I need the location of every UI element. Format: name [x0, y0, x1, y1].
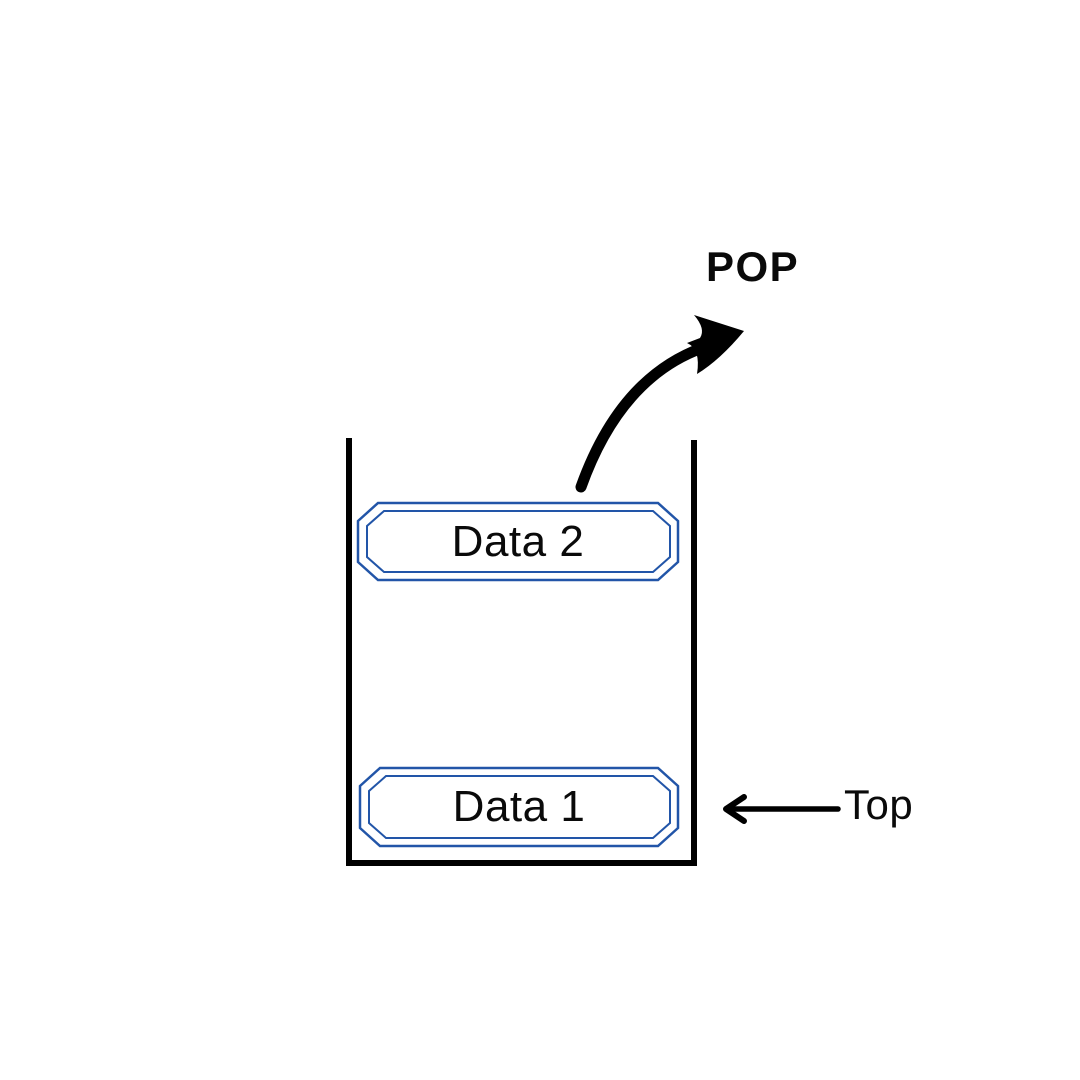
stack-item-label-data1: Data 1 — [452, 782, 586, 831]
stack-item-box-inner-2 — [368, 775, 671, 839]
pop-curved-arrow-icon — [575, 315, 744, 493]
stack-item-box-outer-2 — [358, 766, 680, 848]
stack-item-label-data2: Data 2 — [451, 517, 585, 566]
stack-item-box-outer-1 — [356, 501, 680, 582]
stack-container-outline — [346, 438, 697, 866]
top-arrow-icon — [723, 794, 841, 824]
top-pointer-label: Top — [844, 781, 914, 828]
pop-operation-label: POP — [706, 243, 800, 290]
stack-item-box-inner-1 — [366, 510, 671, 573]
